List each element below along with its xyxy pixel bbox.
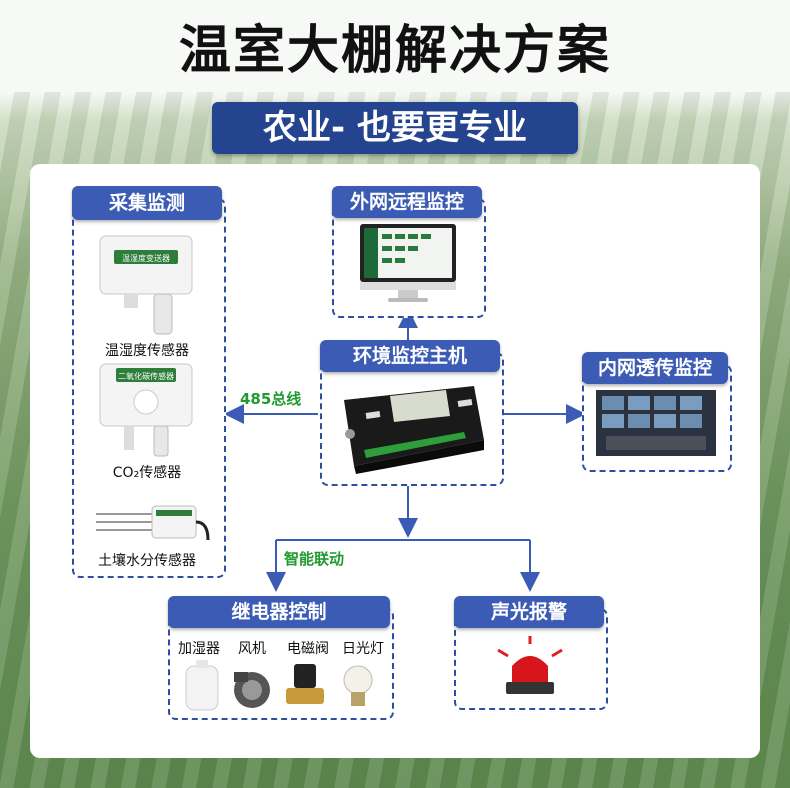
soil-moisture-sensor-icon [96,505,210,541]
alarm-header: 声光报警 [454,596,604,628]
remote-header: 外网远程监控 [332,186,482,218]
alarm-light-icon [497,636,563,694]
solenoid-valve-icon [286,664,324,704]
relay-header: 继电器控制 [168,596,390,628]
host-header: 环境监控主机 [320,340,500,372]
collection-header: 采集监测 [72,186,222,220]
device-label-2: 风机 [238,641,266,657]
sensor1-text: 温湿度变送器 [122,253,170,263]
sensor2-text: 二氧化碳传感器 [118,371,174,381]
sensor-label-1: 温湿度传感器 [105,343,189,359]
device-label-1: 加湿器 [178,641,220,657]
page-title: 温室大棚解决方案 [178,21,611,81]
intranet-header: 内网透传监控 [582,352,728,384]
bus-label: 485总线 [240,390,302,408]
control-room-icon [596,390,716,456]
sensor-label-2: CO₂传感器 [112,465,182,481]
subtitle-banner: 农业- 也要更专业 [212,102,578,154]
linkage-label: 智能联动 [284,550,345,568]
sensor-label-3: 土壤水分传感器 [98,553,196,569]
fan-icon [234,672,270,708]
monitor-icon [360,224,456,302]
device-label-4: 日光灯 [342,641,384,657]
device-label-3: 电磁阀 [287,641,329,657]
temperature-humidity-sensor-icon: 温湿度变送器 [99,235,193,335]
co2-sensor-icon: 二氧化碳传感器 [99,363,193,457]
humidifier-icon [185,660,219,711]
controller-device-icon [344,386,484,474]
light-bulb-icon [343,665,373,706]
relay-devices-icons [185,660,373,711]
